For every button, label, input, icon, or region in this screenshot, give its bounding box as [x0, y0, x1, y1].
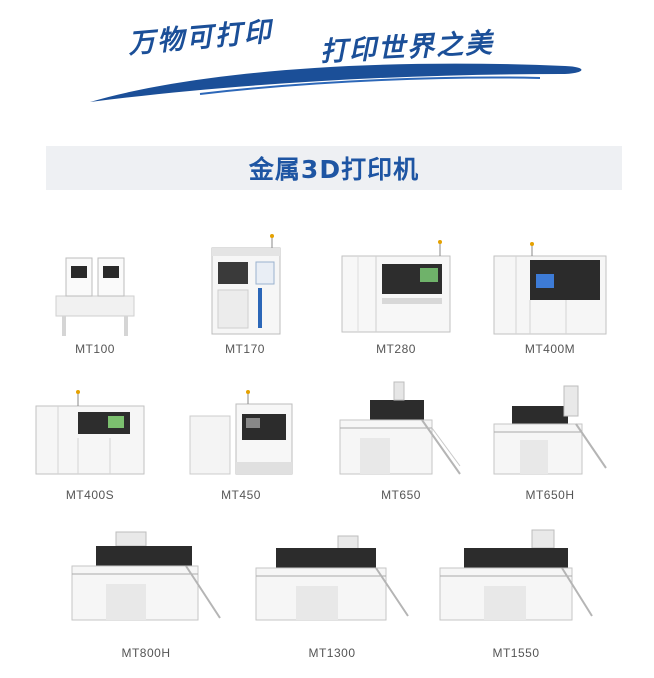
product-mt1550[interactable]: MT1550 — [436, 528, 596, 668]
printer-icon — [341, 240, 451, 333]
product-label: MT400M — [524, 342, 576, 356]
printer-icon — [339, 381, 461, 475]
section-title-bar: 金属3D打印机 — [46, 146, 622, 190]
product-label: MT450 — [221, 488, 261, 502]
product-mt400s[interactable]: MT400S — [30, 378, 150, 508]
printer-icon — [211, 234, 281, 335]
printer-icon — [493, 242, 607, 335]
printer-icon — [189, 390, 293, 475]
product-label: MT280 — [376, 342, 416, 356]
printer-icon — [439, 529, 593, 621]
printer-icon — [71, 531, 221, 621]
product-mt1300[interactable]: MT1300 — [252, 528, 412, 668]
product-mt800h[interactable]: MT800H — [66, 528, 226, 668]
product-label: MT1300 — [308, 646, 356, 660]
section-title: 金属3D打印机 — [248, 155, 420, 184]
product-label: MT400S — [65, 488, 115, 502]
printer-icon — [55, 257, 135, 336]
brush-swoosh-icon — [90, 63, 582, 102]
product-label: MT650 — [381, 488, 421, 502]
printer-icon — [493, 385, 607, 475]
product-mt280[interactable]: MT280 — [336, 228, 456, 368]
printer-icon — [35, 390, 145, 475]
product-label: MT170 — [225, 342, 265, 356]
product-label: MT650H — [525, 488, 575, 502]
header-banner: 万物可打印 打印世界之美 — [0, 0, 654, 110]
product-label: MT800H — [121, 646, 171, 660]
product-label: MT100 — [75, 342, 115, 356]
printer-icon — [255, 535, 409, 621]
product-mt170[interactable]: MT170 — [200, 228, 290, 368]
product-mt450[interactable]: MT450 — [186, 378, 296, 508]
product-mt650[interactable]: MT650 — [336, 378, 466, 508]
product-mt400m[interactable]: MT400M — [490, 228, 610, 368]
product-mt650h[interactable]: MT650H — [490, 378, 610, 508]
product-label: MT1550 — [492, 646, 540, 660]
product-mt100[interactable]: MT100 — [50, 228, 140, 368]
